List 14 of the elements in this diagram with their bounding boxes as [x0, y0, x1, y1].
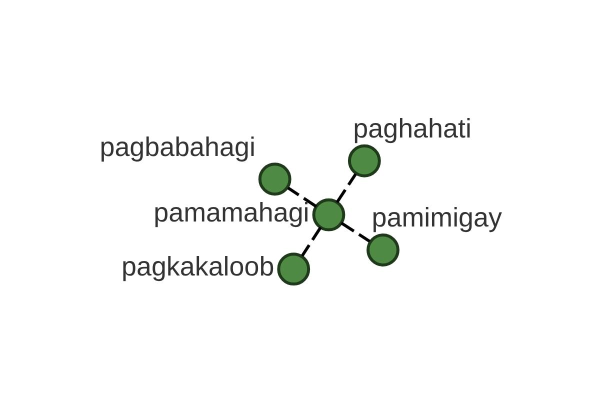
connector — [335, 173, 356, 204]
node-label: paghahati — [352, 114, 471, 144]
node-circle — [276, 252, 310, 286]
node-label: pamamahagi — [153, 197, 309, 228]
node-circle — [312, 198, 345, 232]
node-label: pamimigay — [371, 202, 502, 233]
node-label: pagbabahagi — [99, 132, 255, 162]
node-circle — [258, 162, 291, 196]
node-circle — [366, 234, 399, 266]
node-label: pagkakaloob — [121, 252, 274, 282]
node-circle — [347, 144, 380, 178]
connector — [286, 186, 317, 208]
connector — [300, 226, 322, 257]
connector — [340, 222, 370, 243]
